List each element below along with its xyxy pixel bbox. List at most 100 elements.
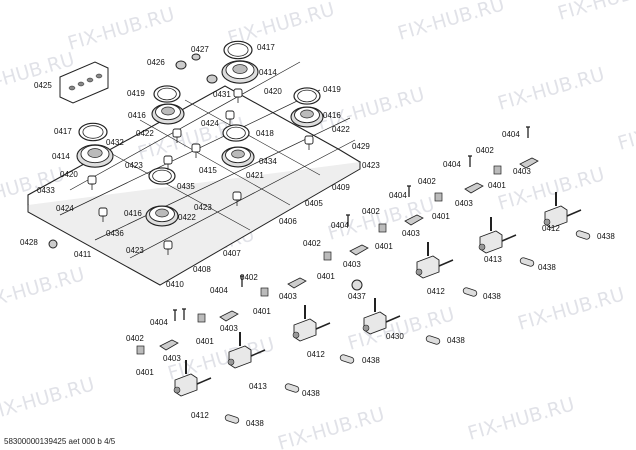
callout-0401: 0401 <box>136 368 154 377</box>
diagram-reference-footer: 58300000139425 aet 000 b 4/5 <box>4 437 116 446</box>
ring-0435-inner <box>152 169 172 183</box>
nut-0427 <box>191 53 201 61</box>
watermark-text: FIX-HUB.RU <box>615 103 636 154</box>
callout-0438: 0438 <box>246 419 264 428</box>
tube-0438-5 <box>284 383 300 393</box>
valve-bracket-2 <box>404 214 424 226</box>
callout-0412: 0412 <box>307 350 325 359</box>
callout-0431: 0431 <box>213 90 231 99</box>
callout-0405: 0405 <box>305 199 323 208</box>
tube-0438-4 <box>339 354 355 364</box>
callout-0422: 0422 <box>332 125 350 134</box>
gas-valve-1 <box>478 217 517 254</box>
callout-0402: 0402 <box>126 334 144 343</box>
callout-0428: 0428 <box>20 238 38 247</box>
callout-0404: 0404 <box>443 160 461 169</box>
nut-0431 <box>206 74 218 84</box>
gas-tube <box>104 99 321 231</box>
gas-valve-6-outlet <box>196 377 212 385</box>
callout-0433: 0433 <box>37 186 55 195</box>
gas-valve-2 <box>415 242 454 279</box>
callout-0403: 0403 <box>163 354 181 363</box>
tube-0438-6 <box>224 414 240 424</box>
ignition-module <box>59 61 109 104</box>
valve-bracket-1 <box>464 182 484 194</box>
ring-0417-left-inner <box>82 125 104 139</box>
gas-valve-0-nozzle <box>543 218 551 226</box>
callout-0403: 0403 <box>402 229 420 238</box>
callout-0435: 0435 <box>177 182 195 191</box>
ring-0419-right-inner <box>297 89 317 103</box>
burner-0434-cap <box>231 149 245 159</box>
callout-0401: 0401 <box>196 337 214 346</box>
valve-clip-3 <box>323 251 332 261</box>
callout-0404: 0404 <box>150 318 168 327</box>
callout-0419: 0419 <box>323 85 341 94</box>
callout-0415: 0415 <box>199 166 217 175</box>
igniter-0 <box>233 88 243 98</box>
cap-0437 <box>351 279 363 291</box>
callout-0438: 0438 <box>483 292 501 301</box>
gas-valve-1-outlet <box>501 234 517 242</box>
callout-0404: 0404 <box>389 191 407 200</box>
valve-bracket-5 <box>219 310 239 322</box>
callout-0420: 0420 <box>264 87 282 96</box>
watermark-text: FIX-HUB.RU <box>275 403 387 450</box>
frame-side-rail <box>27 162 361 286</box>
callout-0408: 0408 <box>193 265 211 274</box>
tube-0438-3 <box>425 335 441 345</box>
gas-valve-0-outlet <box>566 209 582 217</box>
valve-clip-5 <box>197 313 206 323</box>
callout-0402: 0402 <box>476 146 494 155</box>
gas-valve-5-nozzle <box>227 358 235 366</box>
burner-rail <box>59 61 356 259</box>
callout-0402: 0402 <box>240 273 258 282</box>
callout-0402: 0402 <box>418 177 436 186</box>
callout-0421: 0421 <box>246 171 264 180</box>
valve-bracket-4 <box>287 277 307 289</box>
callout-0413: 0413 <box>249 382 267 391</box>
ring-0419-left-inner <box>157 87 177 101</box>
gas-valve-3-nozzle <box>362 324 370 332</box>
callout-0401: 0401 <box>317 272 335 281</box>
gas-valve-4 <box>292 305 331 342</box>
callout-0402: 0402 <box>362 207 380 216</box>
callout-0412: 0412 <box>427 287 445 296</box>
valve-bracket-3 <box>349 244 369 256</box>
valve-clip-4 <box>260 287 269 297</box>
ignition-terminal <box>95 73 103 79</box>
tube-0438-1 <box>519 257 535 267</box>
gas-valve-2-nozzle <box>415 268 423 276</box>
igniter-8 <box>163 240 173 250</box>
callout-0420: 0420 <box>60 170 78 179</box>
igniter-3 <box>304 135 314 145</box>
watermark-text: FIX-HUB.RU <box>555 0 636 25</box>
plug-0428 <box>48 239 58 249</box>
callout-0403: 0403 <box>513 167 531 176</box>
gas-valve-4-outlet <box>315 322 331 330</box>
callout-0426: 0426 <box>147 58 165 67</box>
callout-0404: 0404 <box>502 130 520 139</box>
callout-0438: 0438 <box>597 232 615 241</box>
callout-0413: 0413 <box>484 255 502 264</box>
burner-0414-left-cap <box>87 148 103 158</box>
callout-0434: 0434 <box>259 157 277 166</box>
callout-0425: 0425 <box>34 81 52 90</box>
callout-0414: 0414 <box>52 152 70 161</box>
callout-0418: 0418 <box>256 129 274 138</box>
callout-0401: 0401 <box>375 242 393 251</box>
callout-0412: 0412 <box>191 411 209 420</box>
callout-0422: 0422 <box>136 129 154 138</box>
tube-0438-0 <box>575 230 591 240</box>
callout-0427: 0427 <box>191 45 209 54</box>
callout-0416: 0416 <box>323 111 341 120</box>
watermark-text: FIX-HUB.RU <box>495 63 607 114</box>
gas-valve-6 <box>173 360 212 397</box>
callout-0403: 0403 <box>279 292 297 301</box>
callout-0402: 0402 <box>303 239 321 248</box>
gas-valve-0 <box>543 192 582 229</box>
watermark-text: FIX-HUB.RU <box>65 3 177 54</box>
ignition-terminal <box>77 81 85 87</box>
